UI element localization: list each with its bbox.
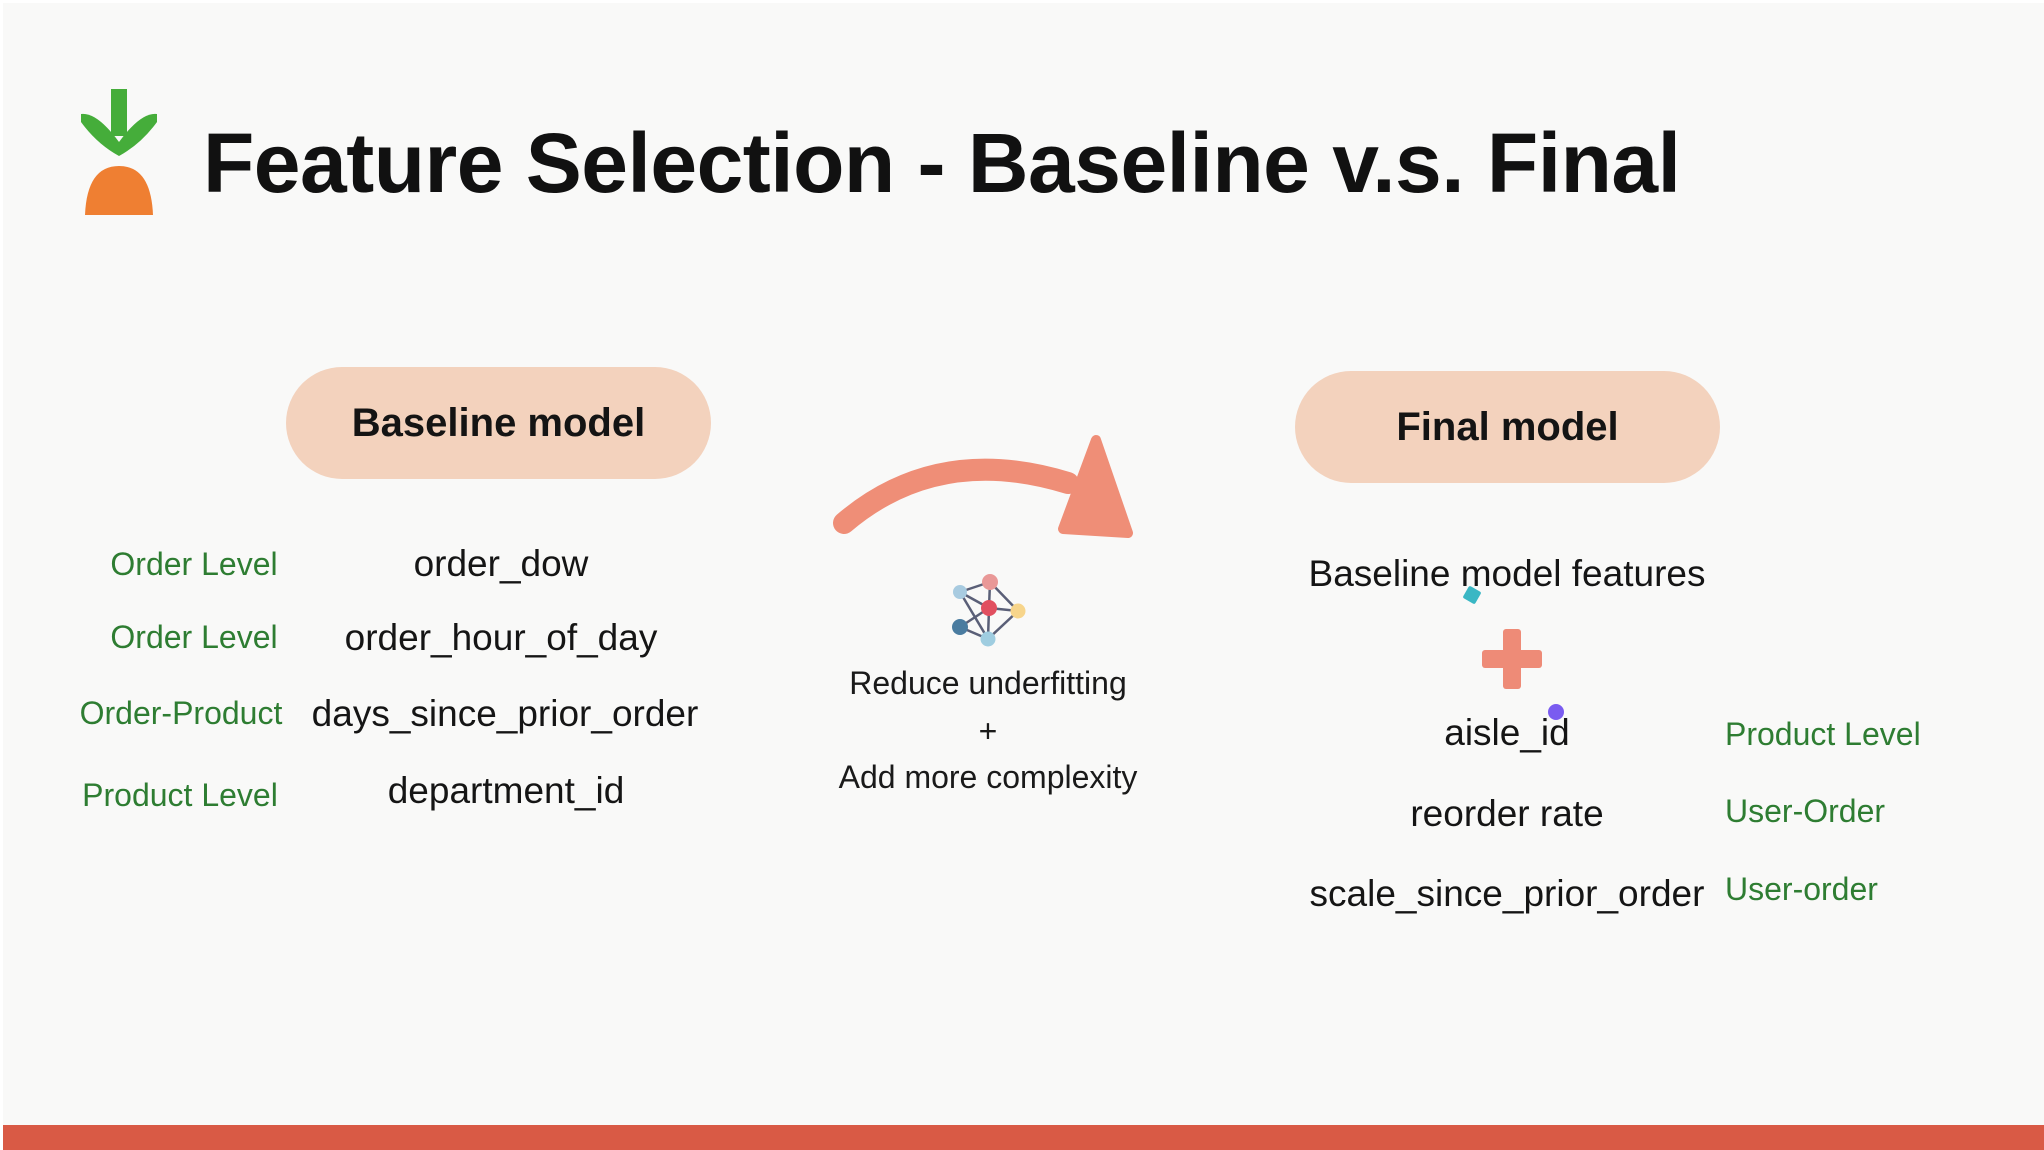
baseline-model-features-text: Baseline model features [1308,553,1706,594]
carrot-logo-icon [81,89,157,215]
plus-icon [1482,629,1542,689]
baseline-feature: order_dow [413,543,589,584]
baseline-model-heading: Baseline model [286,367,711,479]
baseline-feature: days_since_prior_order [311,693,699,734]
decorative-dot [1548,704,1564,720]
final-level-label: User-order [1725,871,1878,907]
final-feature: aisle_id [1444,712,1570,753]
network-graph-icon [952,574,1026,647]
final-level-label: User-Order [1725,793,1886,829]
add-complexity-text: Add more complexity [838,759,1138,795]
final-model-heading: Final model [1295,371,1720,483]
reduce-underfitting-text: Reduce underfitting [849,665,1127,701]
baseline-feature: order_hour_of_day [344,617,658,658]
baseline-level-label: Product Level [82,777,278,813]
final-feature: reorder rate [1410,793,1604,834]
final-level-label: Product Level [1725,716,1921,752]
baseline-level-label: Order Level [110,546,278,582]
slide: Feature Selection - Baseline v.s. Final … [3,3,2044,1150]
baseline-feature: department_id [387,770,625,811]
baseline-level-label: Order Level [110,619,278,655]
baseline-level-label: Order-Product [79,695,283,731]
middle-plus-text: + [978,713,998,749]
bottom-accent-bar [3,1125,2044,1150]
curved-arrow-icon [833,435,1133,538]
final-feature: scale_since_prior_order [1309,873,1705,914]
page-title: Feature Selection - Baseline v.s. Final [203,116,1681,210]
